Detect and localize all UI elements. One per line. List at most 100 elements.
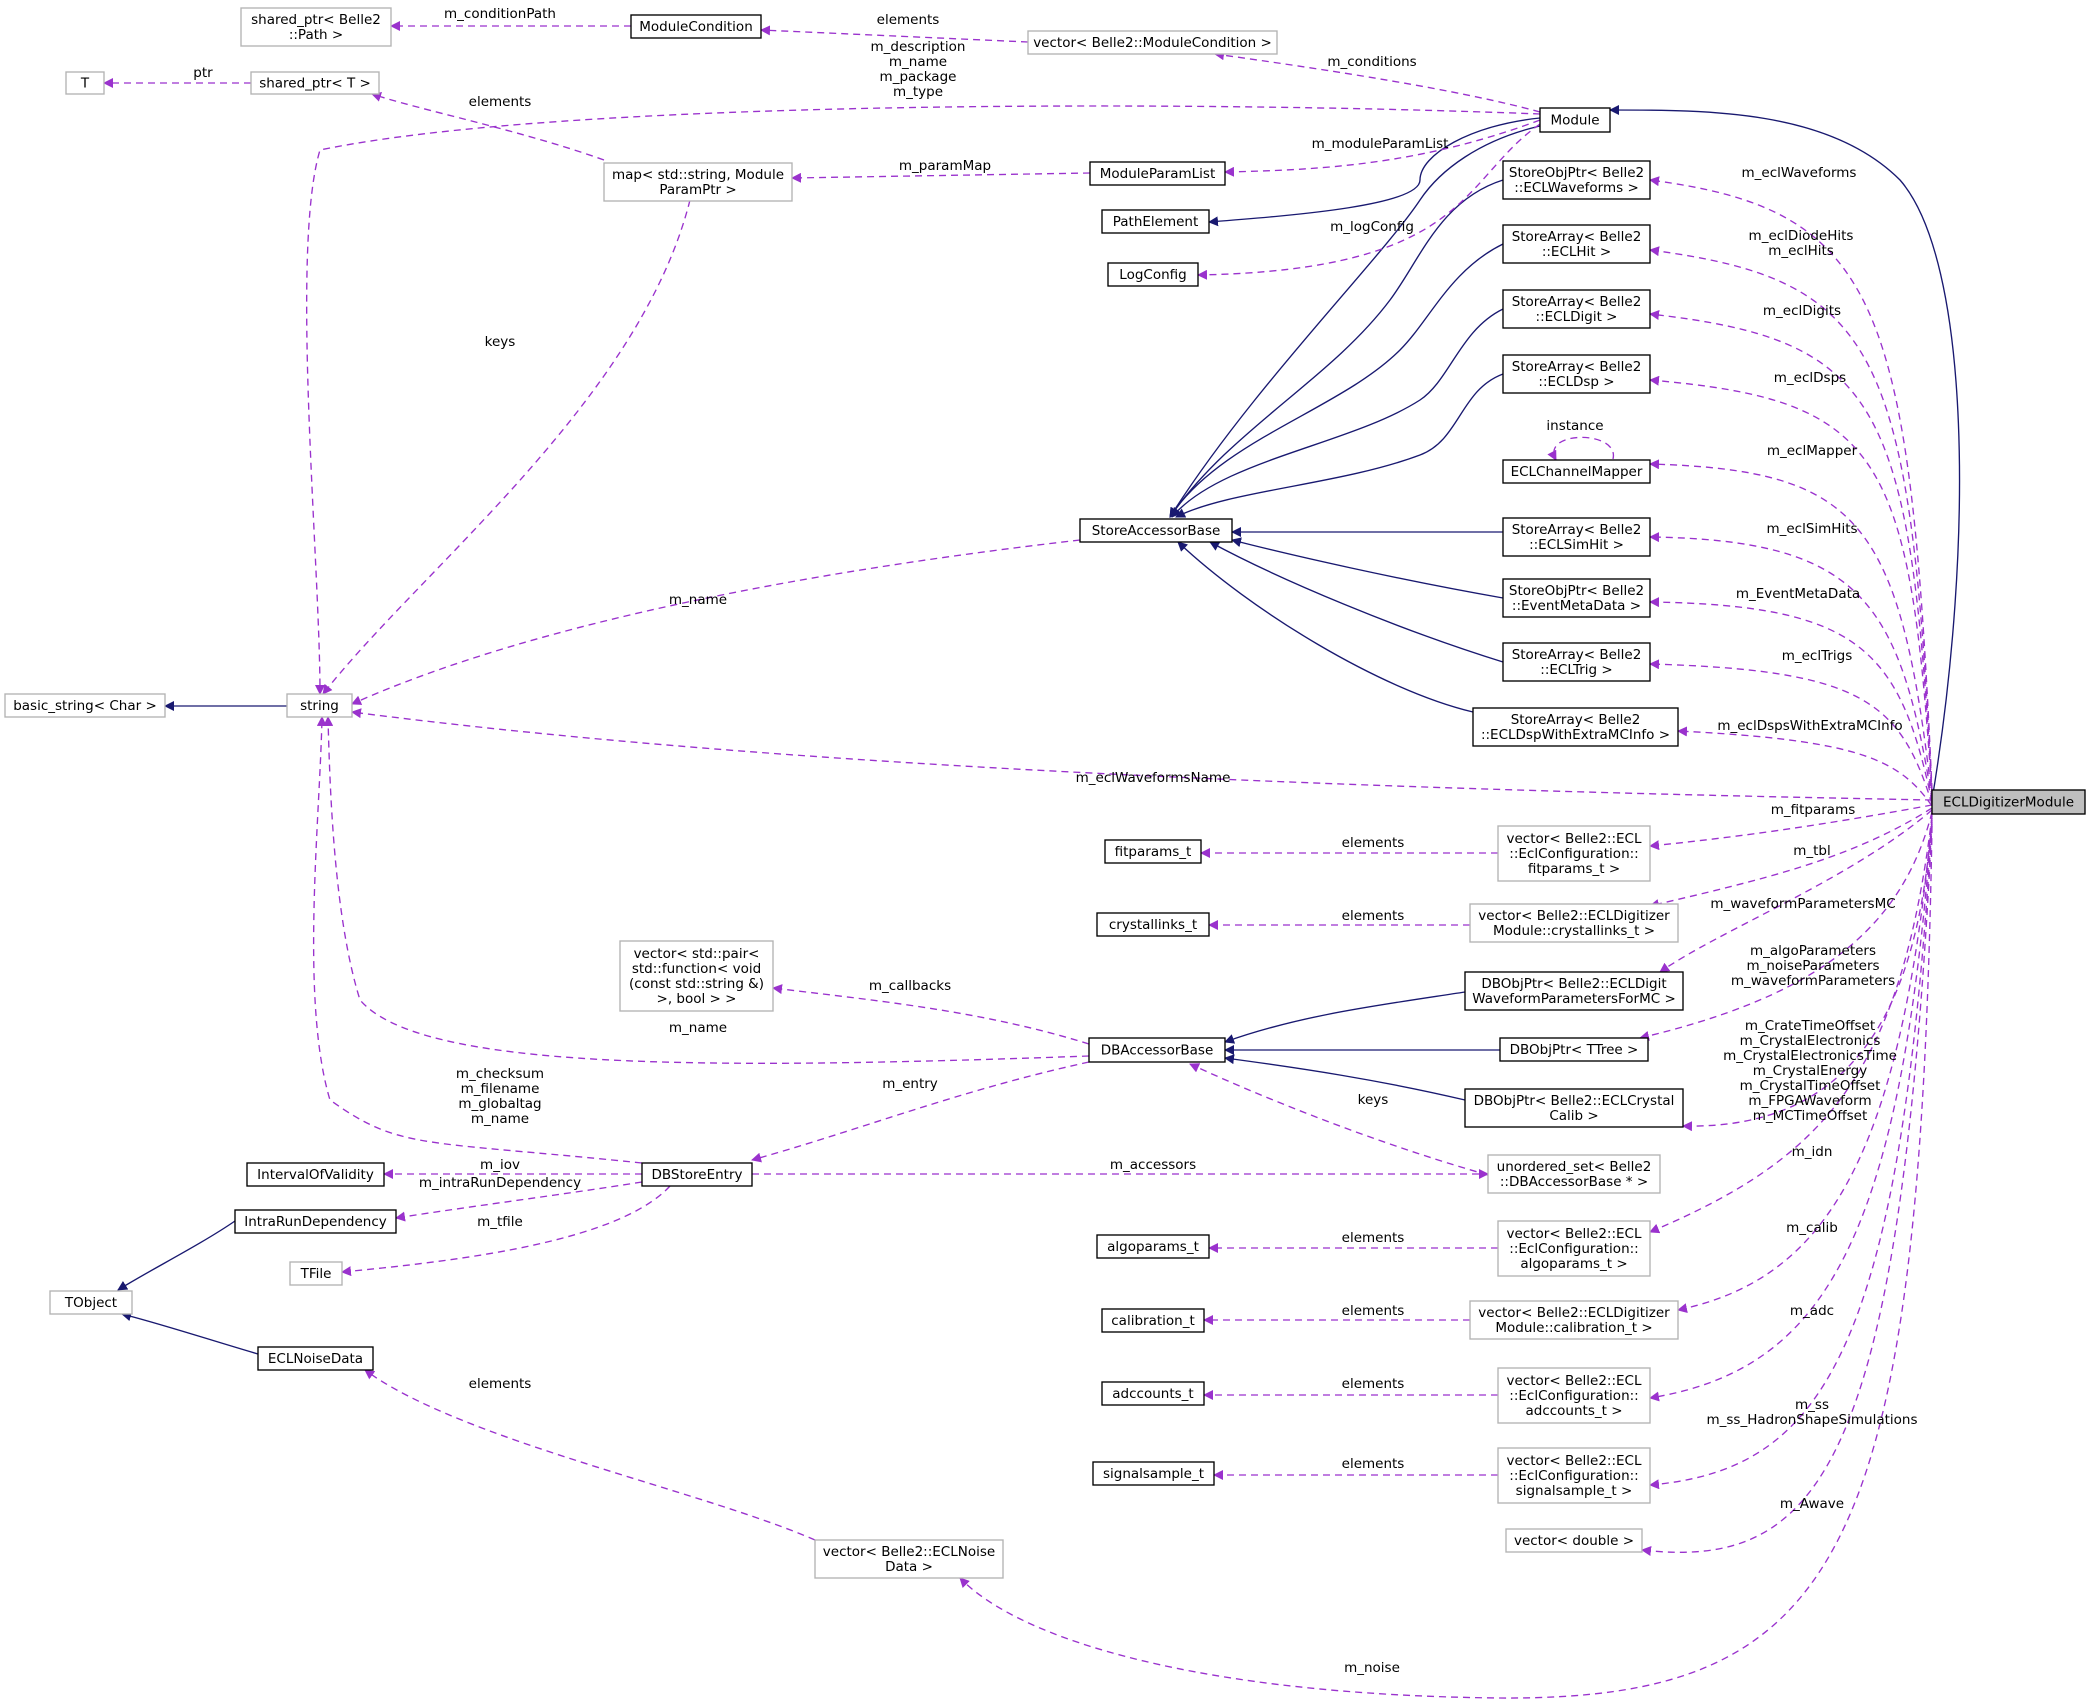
class-node-label: ::EclConfiguration:: [1509, 1388, 1638, 1404]
usage-edge [959, 825, 1933, 1699]
edge-label-m-waveform-params: m_waveformParameters [1731, 973, 1895, 989]
class-node-label: adccounts_t > [1525, 1403, 1622, 1419]
class-node-label: ::EclConfiguration:: [1509, 846, 1638, 862]
class-node-algoparams-t[interactable]: algoparams_t [1096, 1234, 1210, 1259]
edge-label-m-noise: m_noise [1344, 1660, 1400, 1676]
class-node-path-element[interactable]: PathElement [1101, 209, 1210, 234]
edge-label-m-adc: m_adc [1790, 1303, 1834, 1319]
class-node-db-accessor-base[interactable]: DBAccessorBase [1088, 1037, 1226, 1063]
usage-edge [772, 984, 1090, 1045]
class-node-db-store-entry[interactable]: DBStoreEntry [641, 1162, 753, 1187]
edge-label-m-waveform-params: m_algoParameters [1750, 943, 1876, 959]
usage-edge [1649, 815, 1933, 1234]
edge-label-m-eclDigits: m_eclDigits [1763, 303, 1841, 319]
edge-label-m-conditionPath: m_conditionPath [444, 6, 556, 22]
usage-edge [1649, 375, 1933, 797]
class-node-storearray-digit[interactable]: StoreArray< Belle2::ECLDigit > [1502, 289, 1651, 329]
edge-label-m-callbacks: m_callbacks [869, 978, 951, 994]
usage-edge [1649, 597, 1933, 803]
usage-edge [1677, 817, 1933, 1314]
class-node-module-param-list[interactable]: ModuleParamList [1089, 161, 1226, 186]
edge-label-m-conditions: m_conditions [1327, 54, 1416, 70]
class-node-storearray-trig[interactable]: StoreArray< Belle2::ECLTrig > [1502, 642, 1651, 682]
edge-label-m-entry: m_entry [882, 1076, 938, 1092]
class-node-vector-pair-function: vector< std::pair<std::function< void(co… [619, 940, 774, 1012]
usage-edge [1649, 807, 1933, 909]
edge-label-entry-strings: m_checksum [456, 1066, 544, 1082]
class-node-storearray-hit[interactable]: StoreArray< Belle2::ECLHit > [1502, 224, 1651, 264]
class-node-storearray-simhit[interactable]: StoreArray< Belle2::ECLSimHit > [1502, 517, 1651, 557]
usage-edge [751, 1061, 1090, 1163]
class-node-label: IntraRunDependency [244, 1214, 387, 1230]
class-node-label: >, bool > > [657, 991, 737, 1007]
class-node-module-condition[interactable]: ModuleCondition [630, 14, 762, 39]
class-node-label: string [300, 698, 339, 714]
inheritance-edge [1169, 179, 1504, 518]
class-node-storeobj-waveforms[interactable]: StoreObjPtr< Belle2::ECLWaveforms > [1502, 160, 1651, 200]
usage-edge [1639, 811, 1933, 1041]
class-node-label: signalsample_t [1103, 1466, 1204, 1482]
class-node-fitparams-t[interactable]: fitparams_t [1104, 839, 1202, 864]
class-node-label: ::DBAccessorBase * > [1500, 1174, 1648, 1190]
class-node-label: ECLNoiseData [268, 1351, 363, 1367]
class-node-label: ::EclConfiguration:: [1509, 1241, 1638, 1257]
edge-label-crystal-params: m_FPGAWaveform [1748, 1093, 1871, 1109]
class-node-label: adccounts_t [1112, 1386, 1193, 1402]
class-node-label: vector< Belle2::ECLNoise [823, 1544, 995, 1560]
edge-label-m-accessors: m_accessors [1110, 1157, 1196, 1173]
usage-edge [1682, 813, 1933, 1132]
class-node-storeobj-eventmeta[interactable]: StoreObjPtr< Belle2::EventMetaData > [1502, 578, 1651, 618]
class-node-signalsample-t[interactable]: signalsample_t [1092, 1461, 1215, 1486]
usage-edge [760, 25, 1029, 43]
edge-label-m-moduleParamList: m_moduleParamList [1312, 136, 1449, 152]
class-node-label: vector< Belle2::ModuleCondition > [1033, 35, 1272, 51]
edge-label-m-eclTrigs: m_eclTrigs [1782, 648, 1853, 664]
edge-label-elements-noise: elements [469, 1376, 532, 1392]
class-node-dbobj-ttree[interactable]: DBObjPtr< TTree > [1499, 1037, 1649, 1062]
class-node-ecl-noise-data[interactable]: ECLNoiseData [257, 1346, 374, 1371]
edge-label-m-intraRunDependency: m_intraRunDependency [419, 1175, 581, 1191]
usage-edge [1649, 246, 1933, 793]
usage-edge [1649, 176, 1933, 791]
class-node-ecl-digitizer-module[interactable]: ECLDigitizerModule [1931, 789, 2086, 815]
class-node-tobject: TObject [49, 1290, 133, 1315]
usage-edge [1649, 659, 1933, 805]
class-node-vector-module-condition: vector< Belle2::ModuleCondition > [1027, 30, 1278, 55]
class-node-label: fitparams_t [1115, 844, 1192, 860]
class-node-adccounts-t[interactable]: adccounts_t [1101, 1381, 1205, 1406]
class-node-store-accessor-base[interactable]: StoreAccessorBase [1079, 518, 1233, 543]
class-node-vector-adccounts: vector< Belle2::ECL::EclConfiguration::a… [1497, 1367, 1651, 1424]
usage-edge [395, 1181, 643, 1222]
class-node-label: StoreArray< Belle2 [1512, 229, 1642, 245]
class-node-channel-mapper[interactable]: ECLChannelMapper [1502, 459, 1651, 484]
class-node-label: unordered_set< Belle2 [1497, 1159, 1652, 1175]
edge-label-crystal-params: m_CrystalEnergy [1753, 1063, 1867, 1079]
edge-label-crystal-params: m_CrystalElectronics [1740, 1033, 1881, 1049]
class-node-crystallinks-t[interactable]: crystallinks_t [1096, 912, 1210, 937]
edge-label-m-paramMap: m_paramMap [899, 158, 991, 174]
class-node-label: vector< Belle2::ECLDigitizer [1478, 908, 1670, 924]
edge-label-entry-strings: m_name [471, 1111, 529, 1127]
class-node-storearray-dsp-mc[interactable]: StoreArray< Belle2::ECLDspWithExtraMCInf… [1472, 707, 1679, 747]
class-node-intra-run-dependency[interactable]: IntraRunDependency [234, 1209, 397, 1234]
class-node-label: ::Path > [289, 27, 343, 43]
class-node-module[interactable]: Module [1539, 107, 1611, 133]
class-node-dbobj-waveform-mc[interactable]: DBObjPtr< Belle2::ECLDigitWaveformParame… [1464, 971, 1684, 1011]
usage-edge [1189, 1063, 1489, 1176]
class-node-label: ECLDigitizerModule [1943, 795, 2074, 811]
edge-label-m-eclWaveformsName: m_eclWaveformsName [1076, 770, 1231, 786]
edge-label-m-name-db: m_name [669, 1020, 727, 1036]
class-node-log-config[interactable]: LogConfig [1107, 262, 1199, 287]
edge-label-elements-signalsample: elements [1342, 1456, 1405, 1472]
class-node-calibration-t[interactable]: calibration_t [1101, 1308, 1205, 1333]
inheritance-edge [1208, 117, 1541, 227]
class-node-storearray-dsp[interactable]: StoreArray< Belle2::ECLDsp > [1502, 354, 1651, 394]
class-node-label: ::ECLWaveforms > [1514, 180, 1639, 196]
edge-label-m-eclSimHits: m_eclSimHits [1766, 521, 1857, 537]
edge-label-crystal-params: m_CrystalTimeOffset [1740, 1078, 1881, 1094]
usage-edge [1649, 804, 1933, 851]
edge-label-m-logConfig: m_logConfig [1330, 219, 1414, 235]
class-node-interval-of-validity[interactable]: IntervalOfValidity [246, 1162, 385, 1187]
class-node-label: DBObjPtr< TTree > [1510, 1042, 1639, 1058]
